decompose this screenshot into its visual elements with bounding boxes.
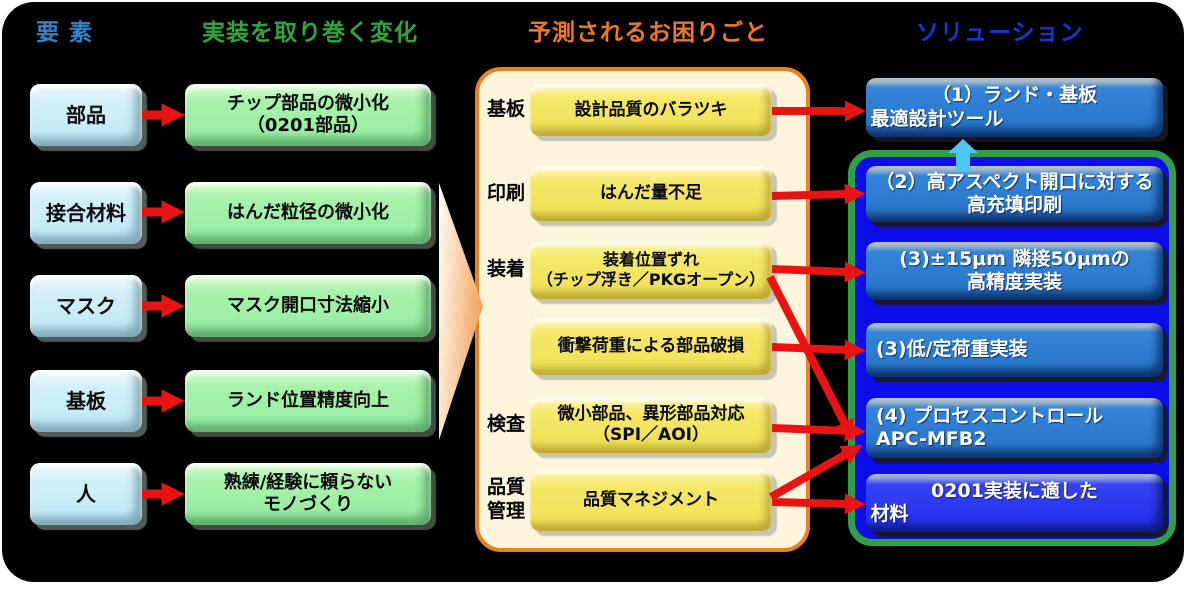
solution-4-line1: (4) プロセスコントロール — [876, 404, 1104, 427]
solution-box-3b-low-constant-load: (3)低/定荷重実装 — [866, 323, 1163, 377]
solution-box-1-design-tool: （1）ランド・基板 最適設計ツール — [866, 78, 1163, 137]
solution-box-2-high-fill-printing: （2）高アスペクト開口に対する 高充填印刷 — [866, 166, 1163, 222]
solution-box-4-process-control: (4) プロセスコントロール APC-MFB2 — [866, 398, 1163, 458]
problem-box-solder-shortage: はんだ量不足 — [530, 166, 772, 221]
element-box-materials: 接合材料 — [30, 182, 142, 244]
solution-2-line2: 高充填印刷 — [966, 194, 1062, 216]
problem-box-impact-damage: 衝撃荷重による部品破損 — [530, 318, 772, 375]
element-box-human: 人 — [30, 463, 142, 525]
solution-2-line1: （2）高アスペクト開口に対する — [875, 170, 1154, 193]
change-box-land-accuracy: ランド位置精度向上 — [185, 370, 431, 432]
header-changes: 実装を取り巻く変化 — [202, 20, 418, 46]
header-elements: 要 素 — [36, 20, 94, 46]
stage-label-inspection: 検査 — [486, 413, 525, 435]
solution-1-line1: （1）ランド・基板 — [931, 84, 1098, 107]
change-box-chip-miniaturization: チップ部品の微小化 （0201部品） — [185, 84, 431, 146]
stage-label-printing: 印刷 — [486, 182, 525, 204]
change-box-solder-particle: はんだ粒径の微小化 — [185, 182, 431, 244]
stage-label-mounting: 装着 — [486, 258, 525, 280]
stage-label-board: 基板 — [486, 98, 525, 120]
solution-3b-line1: (3)低/定荷重実装 — [876, 338, 1028, 361]
problem-box-tiny-parts-inspection: 微小部品、異形部品対応 （SPI／AOI） — [530, 397, 772, 453]
solution-box-3-high-precision-mounting: (3)±15μm 隣接50μmの 高精度実装 — [866, 242, 1163, 300]
solution-3-line1: (3)±15μm 隣接50μmの — [899, 247, 1130, 270]
solution-materials-line2: 材料 — [870, 503, 909, 525]
solution-3-line2: 高精度実装 — [966, 271, 1062, 293]
solution-materials-line1: 0201実装に適した — [931, 479, 1098, 502]
element-box-board: 基板 — [30, 370, 142, 432]
element-box-parts: 部品 — [30, 84, 142, 146]
element-box-mask: マスク — [30, 275, 142, 337]
solution-4-line2: APC-MFB2 — [876, 428, 987, 450]
solution-1-line2: 最適設計ツール — [870, 107, 1004, 130]
problem-box-quality-management: 品質マネジメント — [530, 469, 772, 531]
change-box-skill-free: 熟練/経験に頼らない モノづくり — [185, 463, 431, 525]
header-problems: 予測されるお困りごと — [528, 20, 768, 46]
solution-box-0201-materials: 0201実装に適した 材料 — [866, 474, 1163, 532]
change-box-mask-aperture: マスク開口寸法縮小 — [185, 275, 431, 337]
stage-label-quality: 品質 管理 — [486, 476, 525, 522]
problem-box-placement-shift: 装着位置ずれ （チップ浮き／PKGオープン） — [530, 241, 772, 299]
header-solutions: ソリューション — [916, 20, 1084, 46]
problem-box-design-quality: 設計品質のバラツキ — [530, 84, 772, 136]
